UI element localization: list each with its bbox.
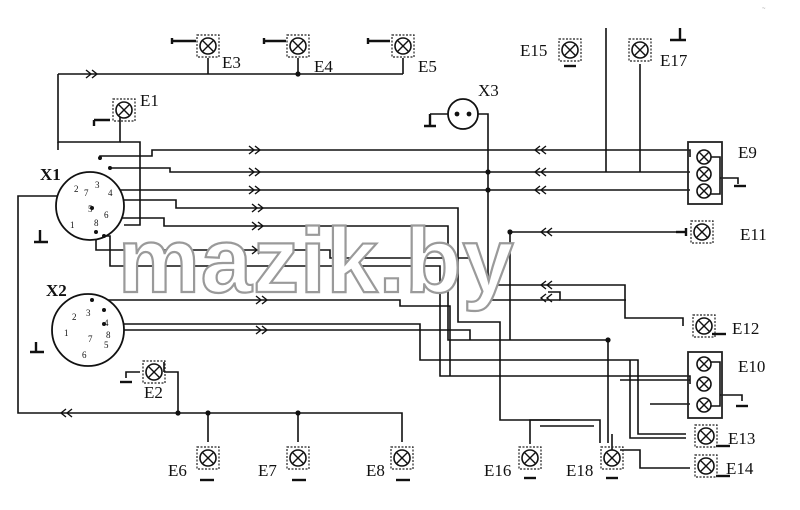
label-x2: X2	[46, 281, 67, 300]
label-e4: E4	[314, 57, 333, 76]
x1-pin-1: 1	[70, 220, 75, 230]
x2-pin-4: 4	[104, 318, 109, 328]
lamp-e2	[142, 360, 166, 384]
lamp-e18	[600, 446, 624, 470]
lamp-block-e9	[687, 141, 723, 205]
label-e3: E3	[222, 53, 241, 72]
label-e1: E1	[140, 91, 159, 110]
label-e12: E12	[732, 319, 759, 338]
label-e2: E2	[144, 383, 163, 402]
x2-pin-7: 7	[88, 334, 93, 344]
wires	[17, 28, 743, 469]
x1-pin-6: 6	[104, 210, 109, 220]
x1-pin-3: 3	[95, 180, 100, 190]
lamp-e16	[518, 446, 542, 470]
corner-mark: ~	[762, 6, 766, 12]
label-e18: E18	[566, 461, 593, 480]
lamp-e14	[694, 454, 718, 478]
x2-pin-8: 8	[106, 330, 111, 340]
x1-pin-2: 2	[74, 184, 79, 194]
connector-x3	[447, 98, 479, 130]
x1-pin-7: 7	[84, 188, 89, 198]
x2-pin-2: 2	[72, 312, 77, 322]
ground-symbols	[30, 28, 748, 482]
lamp-e3	[196, 34, 220, 58]
label-e5: E5	[418, 57, 437, 76]
lamp-e15	[558, 38, 582, 62]
x2-pin-6: 6	[82, 350, 87, 360]
x1-pin-4: 4	[108, 188, 113, 198]
label-x1: X1	[40, 165, 61, 184]
lamp-e7	[286, 446, 310, 470]
lamp-e5	[391, 34, 415, 58]
label-x3: X3	[478, 81, 499, 100]
lamp-e6	[196, 446, 220, 470]
x2-pin-1: 1	[64, 328, 69, 338]
label-e7: E7	[258, 461, 277, 480]
x2-pin-3: 3	[86, 308, 91, 318]
lamp-e8	[390, 446, 414, 470]
connector-x1: 2 3 4 6 8 5 1 7	[55, 156, 125, 241]
lamp-e11	[690, 220, 714, 244]
x1-pin-8: 8	[94, 218, 99, 228]
label-e15: E15	[520, 41, 547, 60]
lamp-e17	[628, 38, 652, 62]
label-e16: E16	[484, 461, 511, 480]
lamp-e1	[112, 98, 136, 122]
connector-x2: 1 2 3 4 5 6 7 8	[51, 293, 125, 367]
label-e9: E9	[738, 143, 757, 162]
watermark: mazik.by	[118, 210, 515, 312]
label-e6: E6	[168, 461, 187, 480]
x1-pin-5: 5	[88, 204, 93, 214]
lamp-e13	[694, 424, 718, 448]
labels: X1 X2 X3 E1 E2 E3 E4 E5 E6 E7 E8 E9 E10 …	[40, 41, 767, 480]
label-e8: E8	[366, 461, 385, 480]
lamp-e12	[692, 314, 716, 338]
lamp-block-e10	[687, 351, 723, 419]
lamp-e4	[286, 34, 310, 58]
label-e14: E14	[726, 459, 754, 478]
label-e11: E11	[740, 225, 767, 244]
label-e17: E17	[660, 51, 688, 70]
x2-pin-5: 5	[104, 340, 109, 350]
label-e10: E10	[738, 357, 765, 376]
label-e13: E13	[728, 429, 755, 448]
